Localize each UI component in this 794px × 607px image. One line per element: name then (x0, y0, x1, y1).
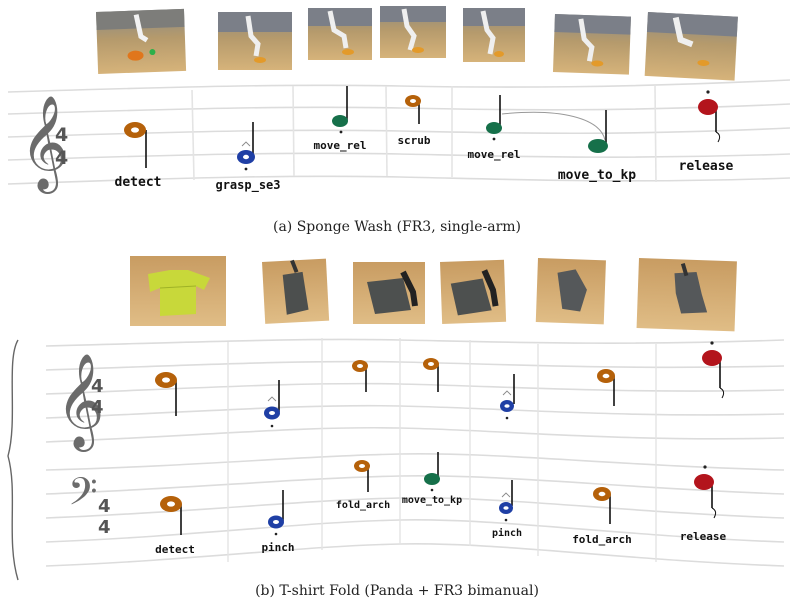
label-b-pinch: pinch (261, 541, 294, 554)
label-a-grasp-se3: grasp_se3 (215, 178, 280, 193)
caption-a: (a) Sponge Wash (FR3, single-arm) (272, 219, 522, 235)
note-b-treble-move (352, 360, 368, 392)
label-a-move-rel-2: move_rel (468, 148, 521, 161)
photo-b-4 (440, 259, 507, 324)
note-a-scrub (405, 95, 421, 124)
note-a-move-rel-2 (486, 95, 606, 141)
label-b-pinch-2: pinch (492, 527, 522, 539)
treble-clef-icon-b: 𝄞 (56, 353, 104, 452)
note-b-bass-release (694, 465, 717, 519)
note-b-bass-detect (160, 496, 182, 535)
photo-b-1 (130, 256, 226, 326)
label-b-fold-arch: fold_arch (336, 500, 390, 511)
note-b-bass-pinch-2 (499, 480, 513, 522)
note-b-treble-fold (597, 369, 615, 406)
label-b-release: release (680, 530, 727, 543)
photo-a-7 (644, 11, 738, 81)
photo-a-5 (463, 8, 525, 62)
photo-b-6 (636, 258, 737, 332)
label-b-detect: detect (155, 543, 195, 556)
photo-b-2 (262, 258, 330, 324)
photo-b-5 (535, 258, 606, 325)
bass-clef-icon: 𝄢 (68, 469, 98, 523)
time-signature-top: 4 (55, 124, 68, 146)
photo-a-1 (96, 8, 187, 74)
label-a-scrub: scrub (397, 134, 430, 147)
note-b-treble-hold (423, 358, 439, 392)
label-b-move-to-kp: move_to_kp (402, 495, 462, 506)
caption-b: (b) T-shirt Fold (Panda + FR3 bimanual) (255, 583, 539, 599)
time-signature-b-treble-bottom: 4 (91, 397, 104, 418)
time-signature-b-bass-bottom: 4 (98, 517, 111, 538)
note-a-release (698, 90, 721, 143)
grand-staff-brace-icon (7, 339, 19, 581)
note-a-move-to-kp (588, 110, 608, 153)
note-b-treble-pinch-2 (500, 374, 515, 420)
photo-a-6 (552, 14, 631, 75)
note-b-treble-detect (155, 372, 177, 416)
label-b-fold-arch-2: fold_arch (572, 533, 632, 546)
note-a-grasp (237, 122, 255, 171)
note-a-move-rel (332, 86, 348, 134)
time-signature-b-bass-top: 4 (98, 496, 111, 517)
time-signature-b-treble-top: 4 (91, 376, 104, 397)
photo-a-2 (218, 12, 292, 70)
photo-b-3 (353, 262, 425, 324)
note-b-bass-fold-arch (354, 460, 370, 492)
note-b-treble-pinch (264, 380, 280, 428)
label-a-detect: detect (115, 175, 162, 190)
label-a-release: release (679, 159, 734, 174)
time-signature-bottom: 4 (55, 147, 68, 169)
photo-a-3 (308, 8, 372, 60)
note-b-bass-fold-arch-2 (593, 487, 611, 524)
note-b-treble-release (702, 341, 725, 399)
note-a-detect (124, 122, 147, 168)
panel-b-barlines (227, 338, 657, 562)
label-a-move-rel: move_rel (314, 139, 367, 152)
note-b-bass-move-to-kp (424, 452, 440, 492)
panel-b-photos (130, 256, 737, 332)
panel-a-photos (96, 6, 738, 81)
treble-clef-icon: 𝄞 (20, 95, 68, 194)
panel-b-treble-staff (45, 338, 785, 443)
label-a-move-to-kp: move_to_kp (558, 168, 636, 183)
panel-a-staff (7, 79, 791, 185)
note-b-bass-pinch (268, 490, 284, 536)
photo-a-4 (380, 6, 446, 58)
